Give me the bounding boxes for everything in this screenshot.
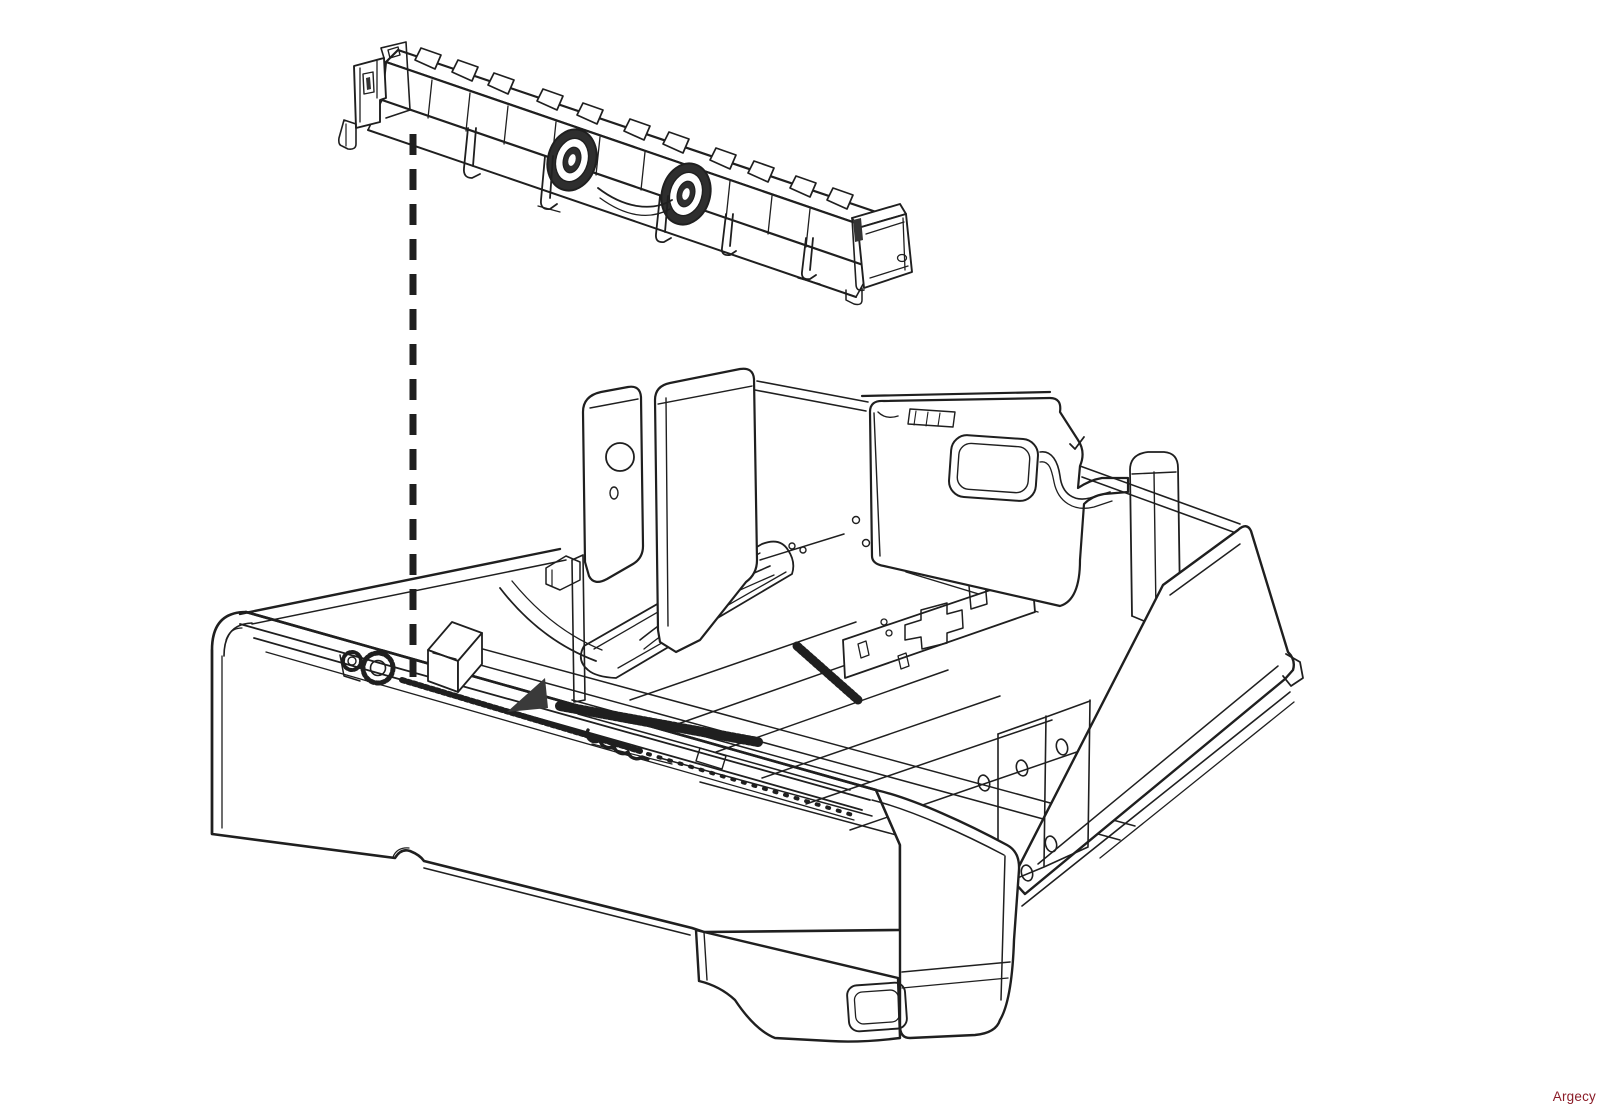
- roller-bar-body: [368, 50, 888, 297]
- bar-left-bracket: [339, 42, 410, 149]
- gear-small: [343, 652, 361, 670]
- pick-gear-cluster: [340, 652, 393, 683]
- roller-link-strap: [598, 188, 672, 207]
- rack-strip-left: [560, 706, 758, 742]
- left-wall-front: [546, 387, 643, 702]
- corner-pillar: [872, 790, 1019, 1038]
- gear-large: [363, 653, 393, 683]
- roller-link-strap-inner: [600, 198, 670, 215]
- roller-bar-tabs: [415, 48, 853, 209]
- paper-tray: [212, 369, 1303, 1042]
- rack-strip-right: [797, 646, 858, 700]
- tray-toothed-racks: [560, 646, 858, 764]
- tick-mark: [1070, 437, 1084, 449]
- back-rails: [755, 381, 1240, 533]
- right-wall-foot: [1283, 654, 1303, 686]
- tension-dial: [606, 443, 634, 471]
- watermark: Argecy: [1552, 1088, 1596, 1104]
- bar-right-bracket: [846, 204, 912, 305]
- bar-hook-tabs: [464, 128, 820, 284]
- separator-roller-assembly: [339, 42, 912, 305]
- rear-guide-handle: [948, 434, 1039, 502]
- rear-guide: [862, 392, 1128, 606]
- guide-s-band: [1040, 452, 1110, 499]
- roller-mount-box: [428, 622, 482, 692]
- separator-roller-right: [654, 158, 717, 231]
- left-wall-rear: [655, 369, 757, 652]
- wall-clip: [546, 556, 580, 590]
- skirt-grip-recess: [846, 982, 907, 1032]
- plate-cutout: [905, 603, 963, 649]
- tray-front-face: [212, 612, 900, 935]
- right-wall: [1012, 526, 1303, 906]
- shadow-wedge: [507, 678, 548, 712]
- front-skirt: [696, 930, 908, 1042]
- separator-roller-left: [540, 124, 603, 197]
- bracket-latch: [853, 218, 863, 242]
